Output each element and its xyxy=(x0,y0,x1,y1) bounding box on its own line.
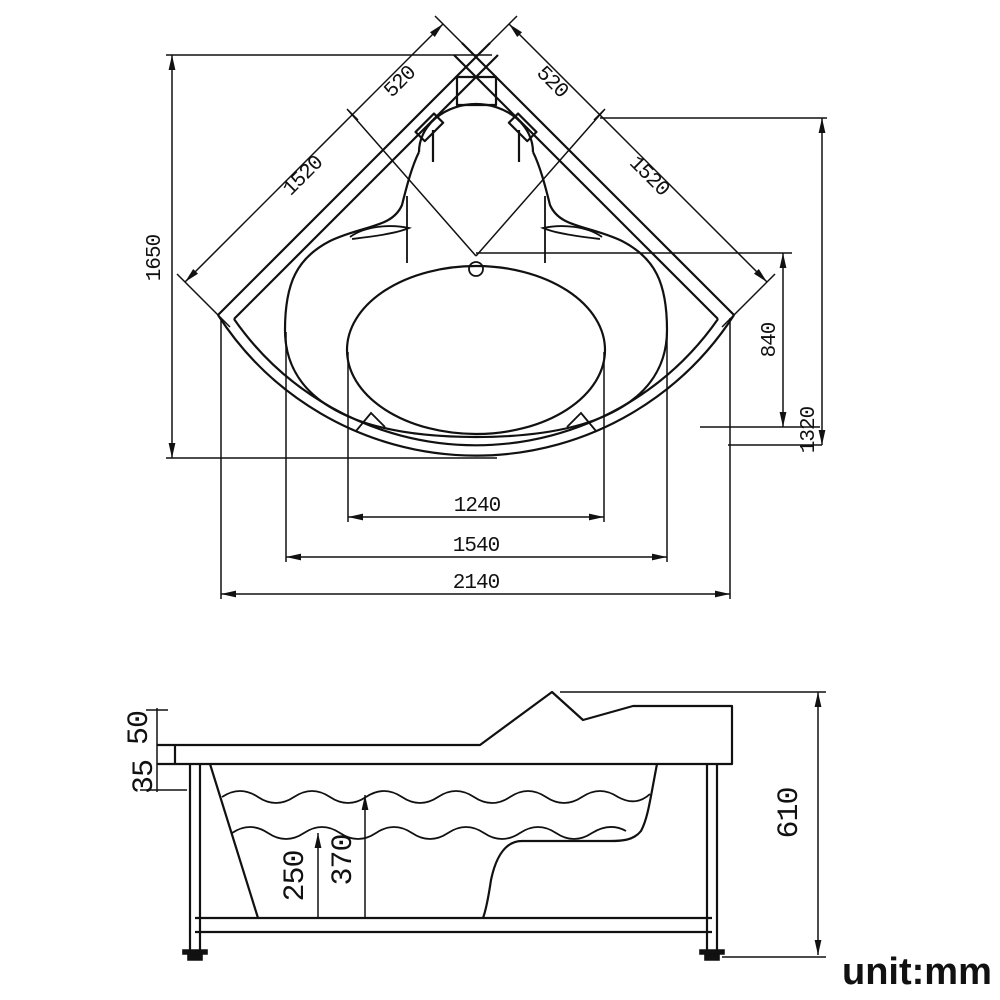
dim-label-840: 840 xyxy=(759,322,782,357)
headrest-arch xyxy=(417,102,535,162)
dim-label-520-right: 520 xyxy=(531,62,572,103)
side-extension-lines xyxy=(140,691,826,958)
front-rim-outer-arc xyxy=(217,314,735,457)
dim-label-1320: 1320 xyxy=(798,406,821,453)
dim-label-35: 35 xyxy=(128,760,162,794)
tub-section-outline xyxy=(157,690,734,961)
chain-dim-ticks xyxy=(347,109,605,121)
side-view-dimensions: 50 35 250 370 610 xyxy=(123,691,826,958)
side-view: 50 35 250 370 610 xyxy=(123,690,826,961)
water-line-upper xyxy=(221,790,651,804)
dim-label-1240: 1240 xyxy=(454,495,501,518)
water-line-lower xyxy=(231,826,627,840)
basin-outline xyxy=(283,151,669,439)
front-rim-inner-arc xyxy=(233,318,719,447)
right-nozzle xyxy=(507,112,538,143)
dim-label-1520-right: 1520 xyxy=(624,152,673,201)
adjustable-feet xyxy=(182,949,725,961)
dim-label-1520-left: 1520 xyxy=(279,152,328,201)
rim-profile xyxy=(157,690,734,766)
dim-label-50: 50 xyxy=(123,711,157,745)
tub-plan-outline xyxy=(217,42,735,457)
dim-label-520-left: 520 xyxy=(380,62,421,103)
left-nozzle xyxy=(414,112,445,143)
dim-label-610: 610 xyxy=(773,787,807,838)
inner-shell xyxy=(208,763,659,919)
armrest-crescents xyxy=(349,225,603,240)
support-frame xyxy=(188,764,719,950)
drain-circle xyxy=(468,261,484,277)
unit-label: unit:mm xyxy=(842,951,992,993)
dim-line-wall-left xyxy=(184,23,444,283)
dim-label-1540: 1540 xyxy=(453,535,500,558)
dim-line-wall-right xyxy=(508,23,768,283)
dim-label-2140: 2140 xyxy=(453,572,500,595)
dim-label-370: 370 xyxy=(327,834,361,885)
dim-label-250: 250 xyxy=(279,850,313,901)
dim-label-1650: 1650 xyxy=(144,234,167,281)
rim-notches xyxy=(355,411,597,432)
top-view: 520 520 1520 1520 1650 1320 840 1240 154… xyxy=(144,15,827,599)
basin-floor xyxy=(345,264,607,436)
